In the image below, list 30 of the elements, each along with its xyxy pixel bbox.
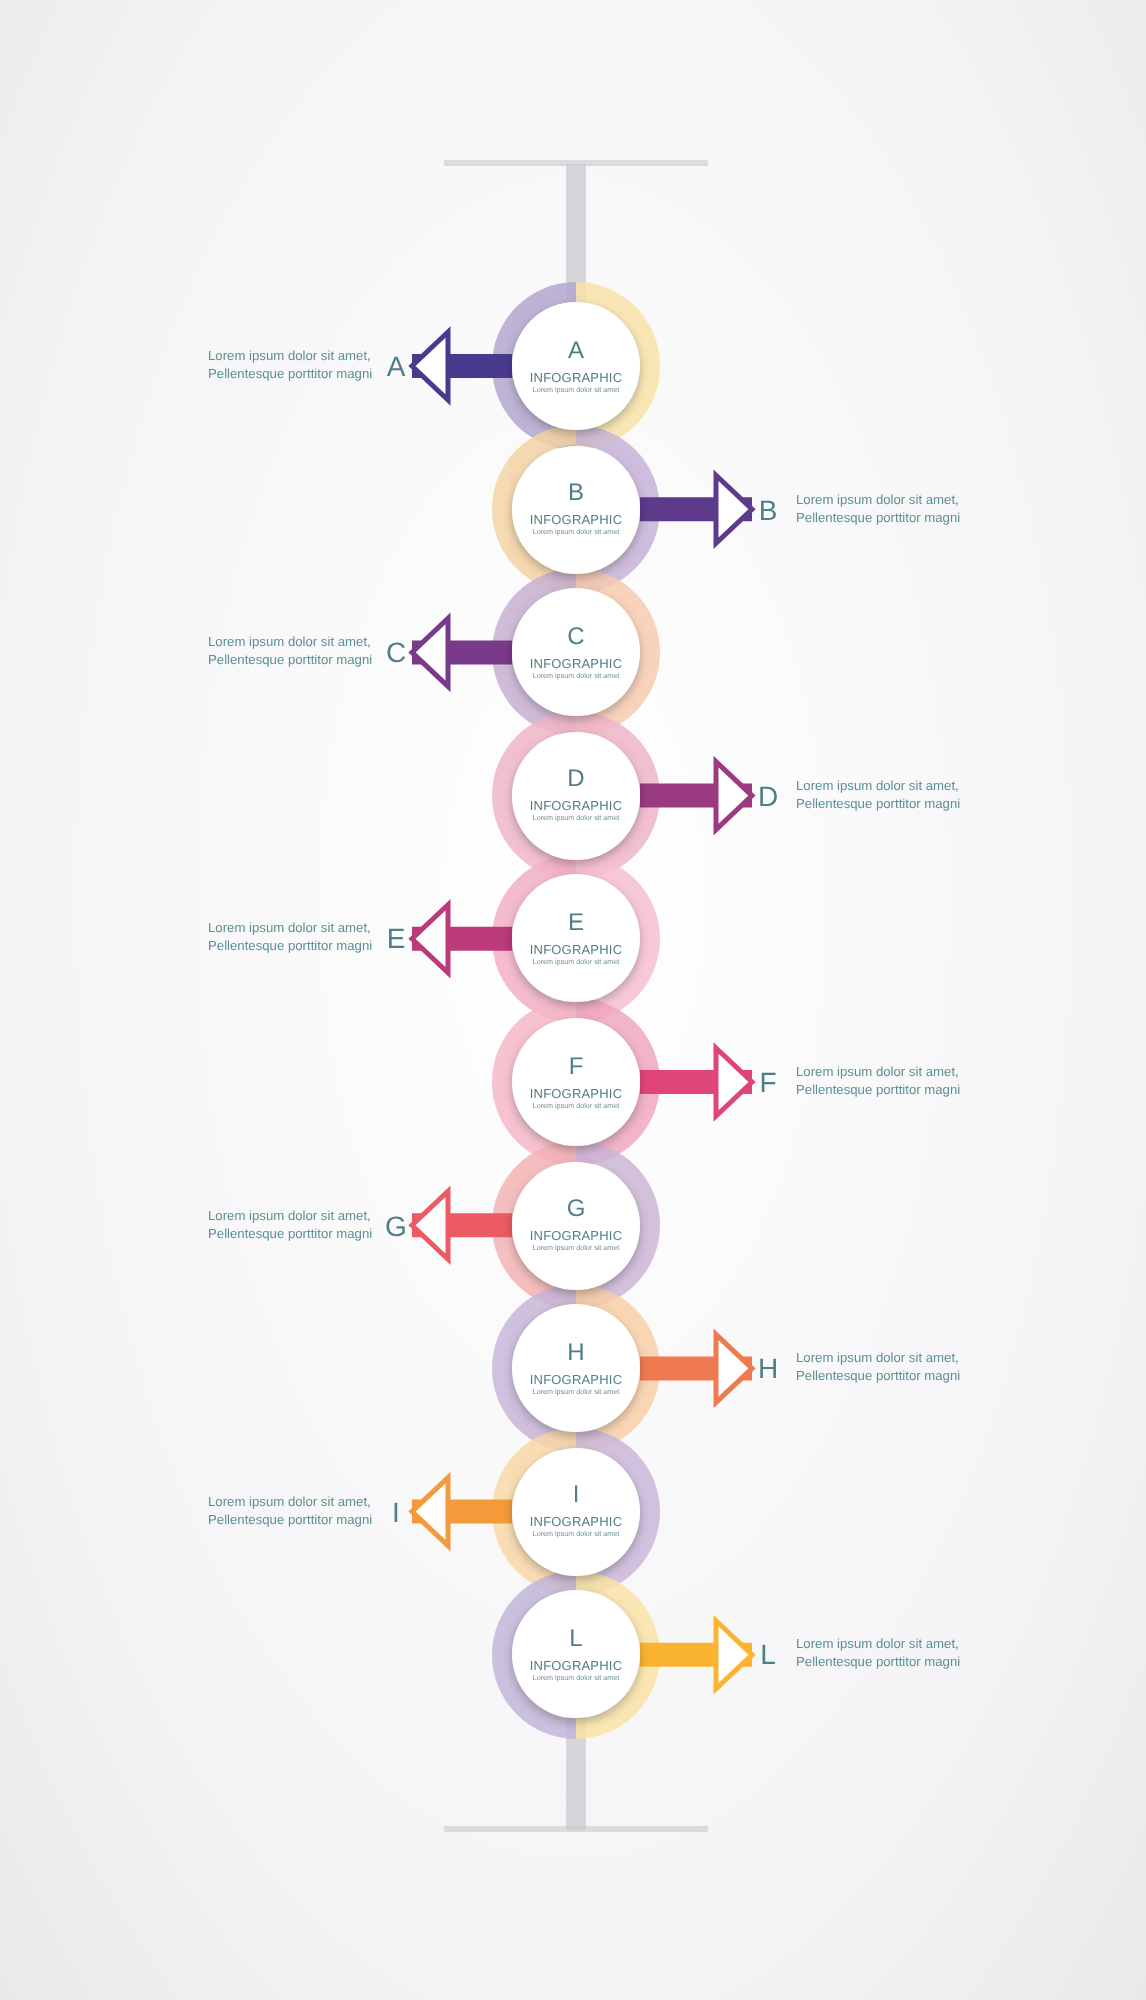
step-letter: E: [384, 922, 408, 955]
arrow: [640, 1331, 755, 1405]
arrow: [640, 759, 755, 833]
step-letter: D: [567, 766, 585, 793]
step-letter: G: [383, 1209, 409, 1242]
step-letter: L: [758, 1638, 778, 1671]
arrow: [409, 1188, 512, 1262]
step-letter: I: [572, 1482, 580, 1509]
step-letter: F: [757, 1066, 779, 1098]
arrow: [409, 902, 512, 976]
step-letter: D: [755, 779, 781, 812]
step-letter: A: [384, 350, 408, 382]
step-letter: B: [567, 480, 584, 507]
arrow: [640, 1045, 755, 1119]
arrow: [409, 615, 512, 689]
arrow: [640, 1618, 755, 1692]
arrow: [640, 472, 755, 546]
step-letter: L: [569, 1625, 583, 1652]
step-letter: F: [568, 1053, 584, 1079]
step-letter: H: [567, 1339, 585, 1366]
step-letter: A: [567, 337, 584, 363]
step-letter: C: [567, 623, 585, 650]
step-letter: G: [566, 1196, 586, 1223]
arrow: [409, 1475, 512, 1549]
step-letter: I: [390, 1495, 402, 1528]
step-letter: C: [383, 636, 409, 669]
step-letter: H: [755, 1352, 781, 1385]
step-letter: E: [567, 909, 584, 936]
step-letter: B: [756, 493, 780, 526]
arrow: [409, 329, 512, 403]
